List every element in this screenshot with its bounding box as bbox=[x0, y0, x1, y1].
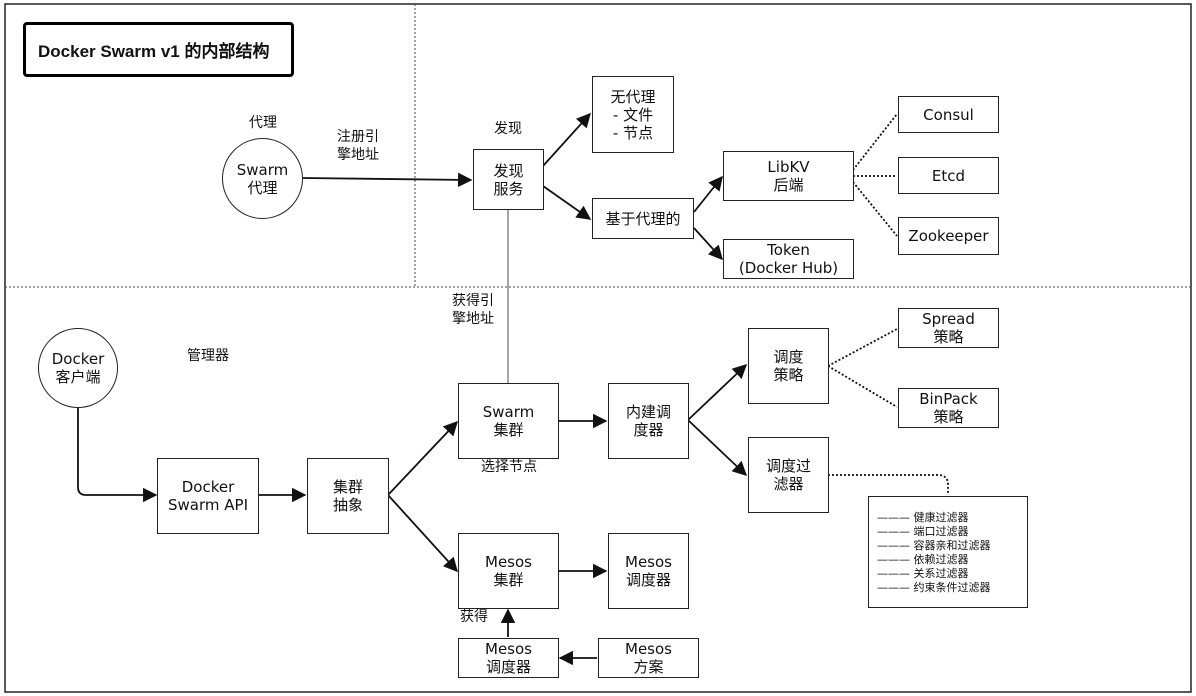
connector-client-to-api bbox=[77, 408, 158, 503]
mesos-scheduler-bottom-node: Mesos 调度器 bbox=[458, 638, 559, 678]
mesos-scheduler-right-node: Mesos 调度器 bbox=[608, 533, 689, 609]
scheduling-filter-node: 调度过 滤器 bbox=[748, 437, 829, 513]
diagram-title: Docker Swarm v1 的内部结构 bbox=[23, 22, 294, 77]
agent-label: 代理 bbox=[249, 115, 277, 131]
consul-node: Consul bbox=[898, 96, 999, 133]
connector-builtin-to-strategy bbox=[687, 364, 748, 421]
spread-strategy-node: Spread 策略 bbox=[898, 308, 999, 348]
connector-abstraction-to-swarm bbox=[387, 420, 458, 496]
connector-libkv-to-zookeeper bbox=[852, 181, 898, 237]
agent-based-node: 基于代理的 bbox=[592, 198, 694, 239]
connector-strategy-to-binpack bbox=[827, 365, 898, 408]
cluster-abstraction-node: 集群 抽象 bbox=[307, 458, 389, 534]
filter-item: 健康过滤器 bbox=[877, 511, 1027, 525]
connector-filter-to-list bbox=[828, 474, 949, 495]
etcd-node: Etcd bbox=[898, 157, 999, 194]
connector-agent-based-to-token bbox=[693, 227, 723, 261]
manager-label: 管理器 bbox=[187, 348, 229, 364]
zookeeper-node: Zookeeper bbox=[898, 217, 999, 255]
swarm-agent-node: Swarm 代理 bbox=[222, 138, 303, 219]
connector-agent-to-discovery bbox=[302, 172, 473, 188]
docker-swarm-api-node: Docker Swarm API bbox=[157, 458, 259, 534]
token-node: Token (Docker Hub) bbox=[723, 239, 854, 279]
obtain-label: 获得 bbox=[460, 609, 488, 625]
discovery-service-node: 发现 服务 bbox=[473, 149, 544, 210]
connector-strategy-to-spread bbox=[827, 328, 898, 367]
filter-list: 健康过滤器 端口过滤器 容器亲和过滤器 依赖过滤器 关系过滤器 约束条件过滤器 bbox=[868, 496, 1028, 608]
filter-item: 端口过滤器 bbox=[877, 525, 1027, 539]
docker-client-node: Docker 客户端 bbox=[38, 328, 118, 408]
scheduling-strategy-node: 调度 策略 bbox=[748, 328, 829, 404]
discovery-label: 发现 bbox=[494, 121, 522, 137]
no-agent-node: 无代理 - 文件 - 节点 bbox=[592, 76, 674, 153]
get-engine-address-label: 获得引 擎地址 bbox=[452, 293, 494, 327]
swarm-cluster-node: Swarm 集群 bbox=[458, 383, 559, 459]
connector-libkv-to-consul bbox=[852, 113, 898, 171]
mesos-cluster-node: Mesos 集群 bbox=[458, 533, 559, 609]
binpack-strategy-node: BinPack 策略 bbox=[898, 388, 999, 428]
libkv-backend-node: LibKV 后端 bbox=[723, 151, 854, 201]
register-engine-address-label: 注册引 擎地址 bbox=[337, 129, 379, 163]
builtin-scheduler-node: 内建调 度器 bbox=[608, 383, 689, 459]
connector-agent-based-to-libkv bbox=[693, 175, 723, 213]
connector-discovery-to-no-agent bbox=[542, 112, 591, 167]
select-node-label: 选择节点 bbox=[481, 459, 537, 475]
connector-abstraction-to-mesos bbox=[387, 494, 458, 573]
mesos-framework-node: Mesos 方案 bbox=[598, 638, 699, 678]
outer-frame bbox=[4, 3, 1192, 693]
filter-item: 约束条件过滤器 bbox=[877, 581, 1027, 595]
connector-builtin-to-filter bbox=[687, 419, 748, 476]
filter-item: 容器亲和过滤器 bbox=[877, 539, 1027, 553]
connector-discovery-to-agent-based bbox=[542, 185, 592, 220]
filter-item: 依赖过滤器 bbox=[877, 553, 1027, 567]
filter-item: 关系过滤器 bbox=[877, 567, 1027, 581]
